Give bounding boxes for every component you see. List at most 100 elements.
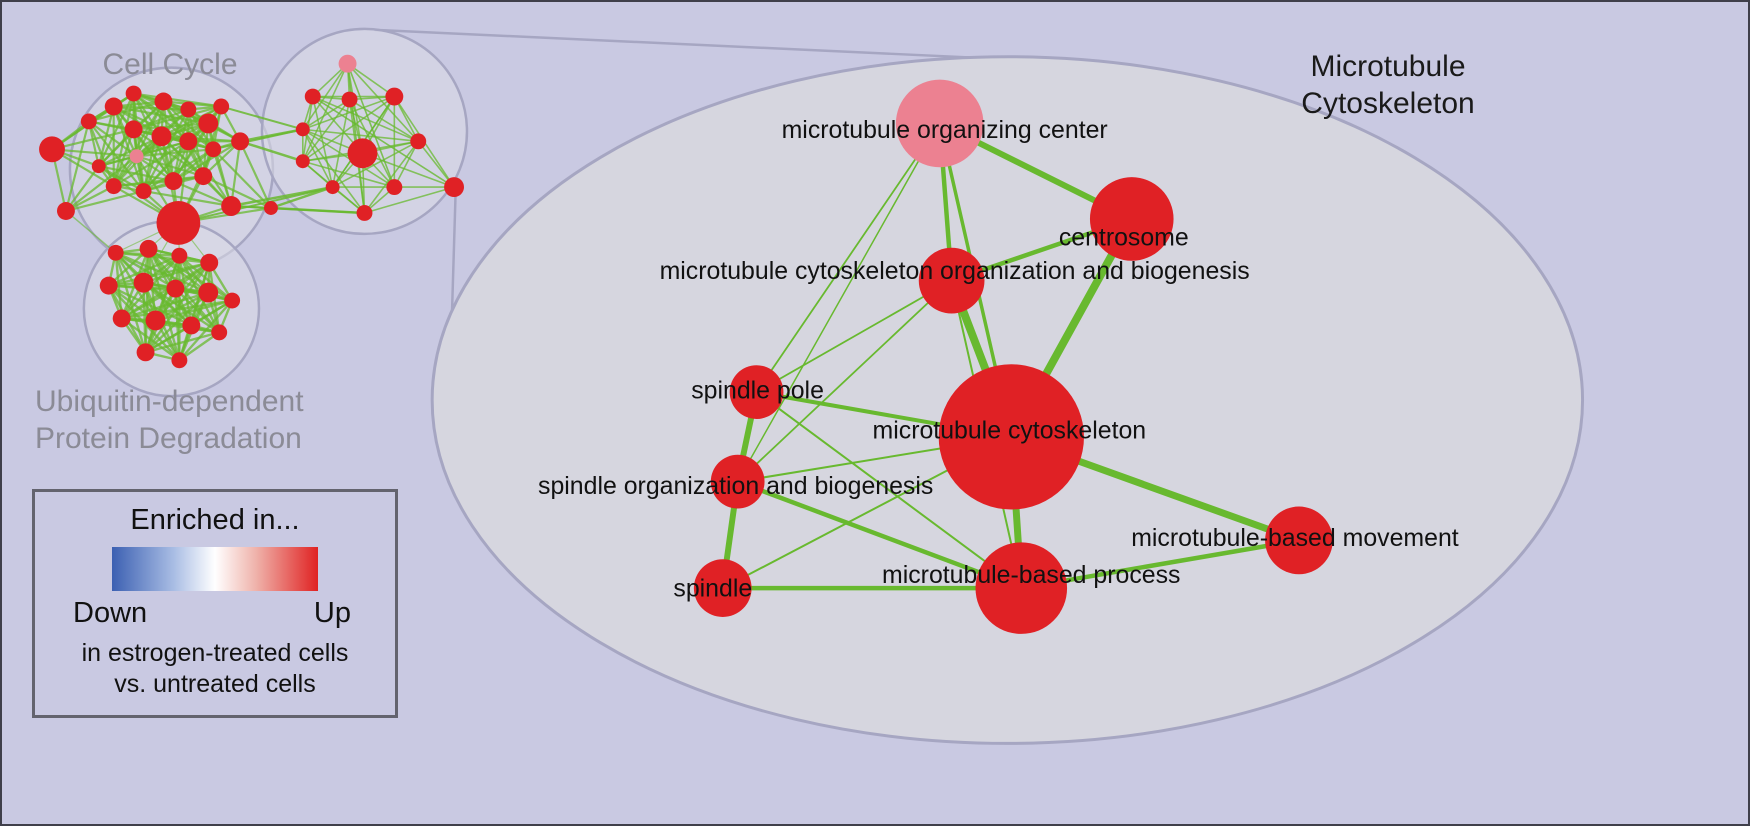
overview-node <box>112 309 131 328</box>
overview-edge <box>302 160 395 188</box>
overview-edge <box>97 106 115 167</box>
overview-node <box>263 201 278 215</box>
overview-node <box>200 253 219 272</box>
overview-node <box>198 282 219 303</box>
overview-edge <box>239 140 272 209</box>
cluster-label-microtubule-cytoskeleton: Microtubule Cytoskeleton <box>1257 48 1519 122</box>
zoom-node-mt_movement <box>1265 506 1333 575</box>
overview-edge <box>172 140 241 183</box>
overview-node <box>125 85 142 102</box>
overview-edge <box>121 299 233 320</box>
overview-node <box>133 272 154 293</box>
zoom-callout-line <box>450 178 458 311</box>
overview-edge <box>202 175 272 209</box>
legend-caption: in estrogen-treated cells vs. untreated … <box>35 638 395 700</box>
overview-edge <box>155 299 233 322</box>
overview-edge <box>143 190 232 208</box>
zoom-node-label-mcob: microtubule cytoskeleton organization an… <box>660 257 1250 285</box>
overview-node <box>356 205 373 221</box>
overview-edge <box>364 186 455 214</box>
overview-cross-edge <box>270 185 334 210</box>
overview-node <box>135 183 152 200</box>
zoom-node-label-spindle_pole: spindle pole <box>691 377 824 405</box>
overview-edge <box>133 105 222 131</box>
microtubule-label-line1: Microtubule <box>1310 50 1466 83</box>
overview-node <box>410 133 427 150</box>
overview-edge <box>112 129 135 187</box>
overview-node <box>198 113 219 134</box>
zoom-edge-moc-spindle_pole <box>755 122 941 393</box>
overview-node <box>295 154 310 169</box>
overview-node <box>194 167 213 186</box>
zoom-node-label-centrosome: centrosome <box>1059 223 1189 251</box>
overview-node <box>107 244 124 261</box>
overview-edge <box>302 98 350 131</box>
overview-edge <box>362 152 455 188</box>
zoom-node-label-mt_process: microtubule-based process <box>882 561 1180 589</box>
overview-edge <box>142 282 147 353</box>
legend-endpoint-labels: Down Up <box>35 597 395 630</box>
overview-node <box>145 310 166 331</box>
legend-gradient-bar <box>112 547 318 591</box>
legend-caption-line2: vs. untreated cells <box>114 670 316 698</box>
legend-down-label: Down <box>73 597 148 629</box>
overview-edge <box>230 141 242 207</box>
zoom-edge-mcob-spindle_pole <box>755 279 953 393</box>
cluster-label-ubiquitin: Ubiquitin-dependent Protein Degradation <box>35 383 304 457</box>
overview-edge <box>346 63 419 142</box>
overview-node <box>231 132 250 151</box>
overview-cross-edge <box>239 140 304 163</box>
zoom-node-spindle_org <box>710 454 765 509</box>
overview-edge <box>136 148 214 158</box>
zoom-node-label-mt_cyto: microtubule cytoskeleton <box>873 416 1147 444</box>
zoom-node-mcob <box>918 247 985 314</box>
overview-cross-edge <box>65 210 117 254</box>
legend-caption-line1: in estrogen-treated cells <box>81 639 349 667</box>
overview-edge <box>143 261 210 284</box>
zoom-node-label-mt_movement: microtubule-based movement <box>1131 524 1459 552</box>
overview-edge <box>142 148 214 193</box>
zoom-node-mt_process <box>975 542 1068 634</box>
overview-node <box>205 141 222 158</box>
zoom-node-spindle_pole <box>729 365 784 419</box>
overview-edge <box>65 155 138 212</box>
overview-node <box>151 126 172 147</box>
overview-edge <box>312 95 419 143</box>
overview-node <box>91 159 106 174</box>
overview-edge <box>133 122 209 131</box>
overview-edge <box>160 105 222 138</box>
overview-node <box>166 279 185 298</box>
overview-node <box>179 132 198 151</box>
overview-node <box>338 54 357 73</box>
overview-node <box>325 180 340 195</box>
zoom-edge-mt_process-mt_movement <box>1019 538 1302 591</box>
overview-node <box>224 292 241 309</box>
overview-cross-edge <box>178 186 333 224</box>
overview-edge <box>302 128 366 214</box>
zoom-node-centrosome <box>1089 177 1174 261</box>
microtubule-label-line2: Cytoskeleton <box>1301 87 1475 120</box>
overview-edge <box>65 165 100 212</box>
overview-node <box>221 196 242 216</box>
overview-node <box>304 88 321 105</box>
overview-node <box>104 97 123 116</box>
overview-node <box>385 87 404 106</box>
overview-edge <box>347 63 395 98</box>
overview-node <box>444 177 464 198</box>
overview-edge <box>121 291 209 320</box>
zoom-node-label-moc: microtubule organizing center <box>782 116 1108 144</box>
overview-cross-edge <box>220 105 304 131</box>
overview-node <box>211 324 228 341</box>
overview-edge <box>349 98 419 143</box>
overview-node <box>156 201 201 245</box>
legend: Enriched in... Down Up in estrogen-treat… <box>32 489 398 718</box>
overview-edge <box>65 190 144 213</box>
overview-edge <box>108 261 210 287</box>
overview-edge <box>145 331 220 354</box>
overview-edge <box>107 247 150 287</box>
overview-node <box>129 149 144 164</box>
overview-node <box>180 101 197 118</box>
zoom-node-label-spindle_org: spindle organization and biogenesis <box>538 472 933 500</box>
overview-edge <box>112 106 145 192</box>
